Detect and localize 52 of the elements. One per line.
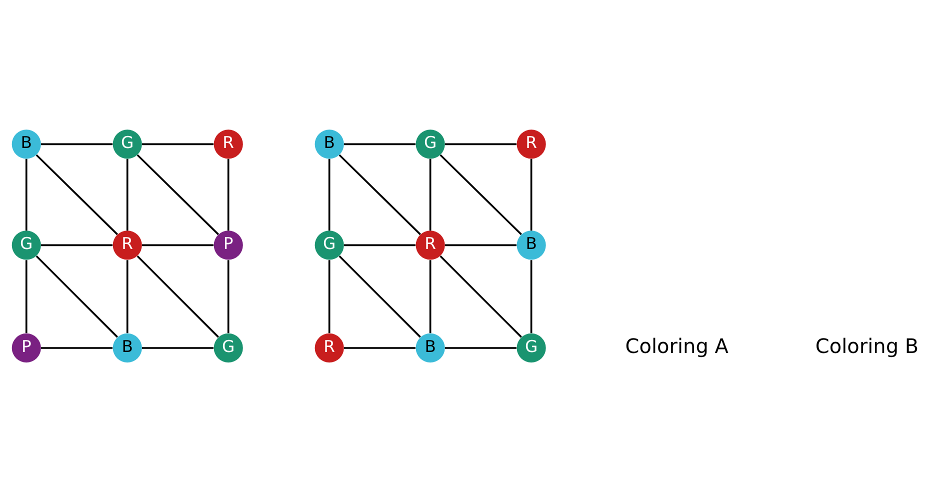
connector: [41, 244, 113, 246]
connector: [41, 142, 113, 145]
connector: [142, 142, 214, 145]
node-circle: B: [12, 129, 41, 158]
connector: [136, 154, 219, 235]
connector: [36, 154, 118, 235]
node-circle: R: [416, 230, 445, 260]
node-circle: B: [314, 129, 344, 158]
node-circle: B: [112, 332, 142, 362]
connector: [444, 142, 516, 145]
node-circle: R: [314, 332, 344, 362]
connector: [142, 244, 214, 246]
connector: [429, 158, 432, 230]
connector: [338, 154, 421, 235]
connector: [440, 154, 522, 235]
node-circle: R: [214, 129, 243, 158]
connector: [36, 255, 118, 338]
connector: [25, 158, 28, 230]
connector: [344, 346, 416, 348]
node-circle: B: [516, 230, 546, 260]
node-circle: G: [214, 332, 243, 362]
node-circle: G: [112, 129, 142, 158]
node-circle: B: [416, 332, 445, 362]
node-circle: P: [214, 230, 243, 260]
label: Coloring B: [815, 334, 919, 358]
connector: [429, 260, 432, 333]
connector: [126, 260, 128, 333]
connector: [440, 255, 522, 338]
connector: [344, 244, 416, 246]
connector: [136, 255, 219, 338]
connector: [344, 142, 416, 145]
connector: [227, 158, 230, 230]
connector: [530, 260, 532, 333]
connector: [25, 260, 28, 333]
node-circle: G: [416, 129, 445, 158]
connector: [41, 346, 113, 348]
label: Coloring A: [625, 334, 728, 358]
connector: [338, 255, 421, 338]
connector: [530, 158, 532, 230]
connector: [328, 158, 330, 230]
connector: [328, 260, 330, 333]
connector: [444, 346, 516, 348]
connector: [444, 244, 516, 246]
node-circle: G: [12, 230, 41, 260]
node-circle: R: [516, 129, 546, 158]
node-circle: R: [112, 230, 142, 260]
node-circle: G: [516, 332, 546, 362]
connector: [126, 158, 128, 230]
node-circle: G: [314, 230, 344, 260]
node-circle: P: [12, 332, 41, 362]
connector: [227, 260, 230, 333]
connector: [142, 346, 214, 348]
